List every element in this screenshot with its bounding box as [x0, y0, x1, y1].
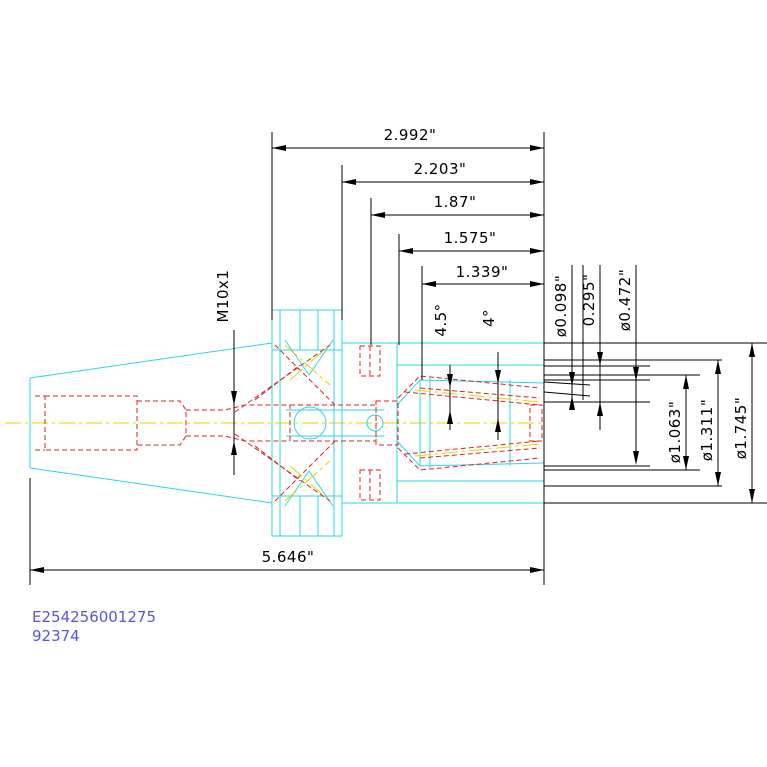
angle-4: 4°: [480, 309, 498, 327]
hidden-lines: [35, 344, 543, 502]
dia-0472: ø0.472": [616, 269, 634, 332]
construction-lines: [284, 344, 541, 502]
part-number: E254256001275: [32, 608, 156, 626]
sub-number: 92374: [32, 627, 80, 645]
dimension-lines: [29, 132, 767, 585]
dia-0098: ø0.098": [552, 275, 570, 338]
dim-2203: 2.203": [414, 160, 467, 178]
thread-callout: M10x1: [214, 270, 232, 323]
dim-1575: 1.575": [444, 229, 497, 247]
dia-1745: ø1.745": [732, 397, 750, 460]
dim-2992: 2.992": [384, 126, 437, 144]
angle-45: 4.5°: [432, 303, 450, 336]
dia-1063: ø1.063": [666, 401, 684, 464]
dim-0295: 0.295": [580, 274, 598, 327]
holder-outline: [29, 309, 545, 537]
dia-1311: ø1.311": [698, 399, 716, 462]
dim-1339: 1.339": [456, 263, 509, 281]
dim-187: 1.87": [434, 193, 477, 211]
dim-5646: 5.646": [262, 548, 315, 566]
